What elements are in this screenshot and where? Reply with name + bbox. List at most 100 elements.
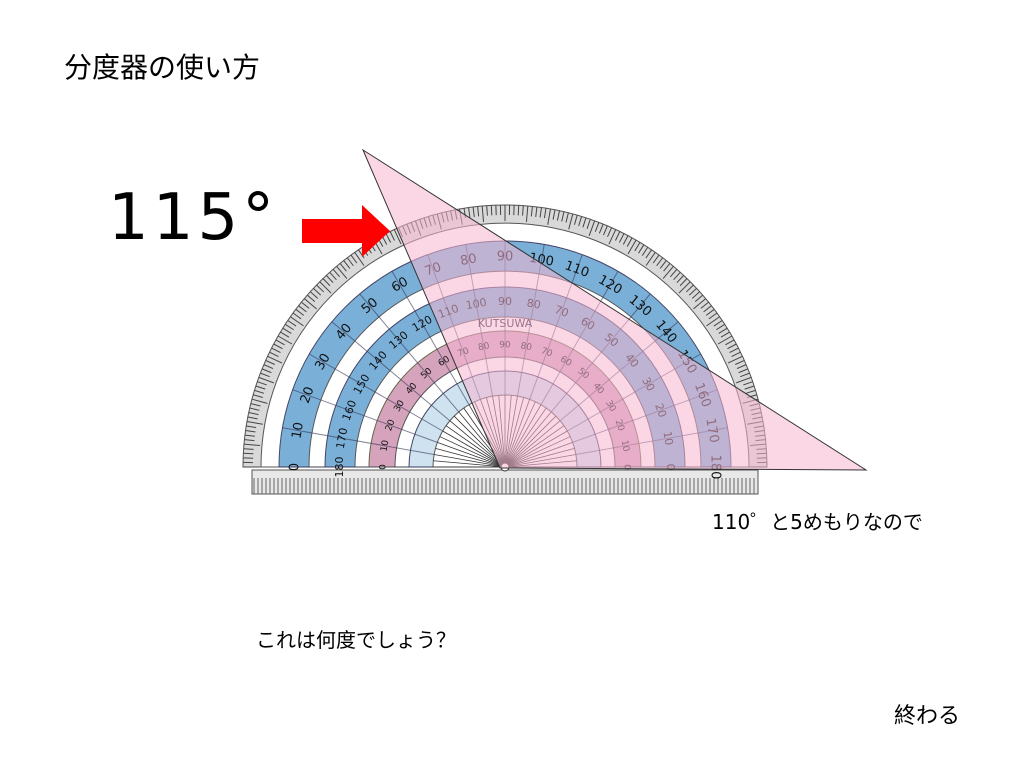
rim-tick	[273, 343, 283, 350]
rim-tick	[301, 301, 310, 309]
rim-tick	[720, 331, 730, 338]
radial-line	[292, 389, 438, 443]
rim-tick	[708, 312, 718, 320]
rim-tick	[261, 368, 272, 374]
rim-tick	[246, 421, 263, 425]
center-ray	[442, 430, 506, 468]
rim-tick	[656, 257, 664, 267]
rim-tick	[319, 281, 332, 294]
rim-tick	[265, 359, 275, 365]
question-text: これは何度でしょう？	[256, 628, 456, 652]
rim-tick	[267, 355, 283, 364]
rim-tick	[694, 294, 704, 303]
rim-tick	[652, 254, 660, 264]
rim-tick	[718, 327, 728, 334]
rim-tick	[250, 403, 261, 407]
outer-scale-label: 30	[313, 351, 334, 373]
rim-tick	[700, 301, 709, 309]
rim-tick	[269, 351, 279, 357]
rim-tick	[244, 434, 255, 437]
rim-tick	[303, 298, 317, 310]
inner-scale-label: 10	[379, 439, 391, 452]
rim-tick	[556, 210, 560, 221]
rim-tick	[522, 205, 524, 216]
radial-line	[331, 321, 451, 422]
rim-tick	[729, 347, 739, 354]
rim-tick	[588, 220, 596, 237]
rim-tick	[565, 212, 569, 223]
rim-tick	[257, 381, 267, 386]
rim-tick	[389, 231, 395, 241]
rim-tick	[277, 335, 293, 345]
rim-tick	[745, 389, 756, 394]
rim-tick	[618, 233, 625, 243]
rim-tick	[598, 223, 604, 234]
rim-tick	[627, 239, 637, 255]
rim-tick	[622, 235, 629, 245]
rim-tick	[251, 398, 268, 404]
rim-tick	[740, 372, 750, 378]
rim-tick	[530, 206, 533, 217]
rim-tick	[332, 268, 341, 278]
rim-tick	[735, 359, 745, 365]
rim-tick	[275, 339, 285, 346]
rim-tick	[688, 287, 697, 296]
rim-tick	[678, 281, 691, 294]
rim-tick	[679, 278, 688, 287]
rim-tick	[243, 448, 254, 450]
outer-scale-label: 10	[289, 421, 307, 440]
rim-tick	[490, 205, 493, 216]
rim-tick	[663, 263, 671, 272]
rim-tick	[247, 416, 258, 420]
center-ray	[433, 460, 506, 468]
rim-tick	[393, 229, 402, 245]
rim-tick	[322, 278, 331, 287]
rim-tick	[705, 308, 715, 316]
rim-tick	[287, 320, 297, 327]
rim-tick	[298, 305, 307, 313]
rim-tick	[543, 208, 547, 219]
rim-tick	[253, 394, 263, 399]
rim-tick	[255, 385, 266, 390]
rim-tick	[703, 305, 712, 313]
rim-tick	[738, 368, 749, 374]
rim-tick	[339, 263, 347, 272]
rim-tick	[641, 246, 649, 256]
rim-tick	[586, 219, 591, 229]
rim-tick	[263, 364, 274, 369]
rim-tick	[295, 308, 305, 316]
rim-tick	[358, 249, 365, 259]
rim-tick	[736, 364, 747, 369]
rim-tick	[280, 331, 290, 338]
rim-tick	[685, 284, 694, 293]
rim-tick	[568, 213, 574, 230]
rim-tick	[615, 231, 621, 241]
rim-tick	[691, 291, 701, 299]
rim-tick	[608, 229, 617, 245]
rim-tick	[271, 347, 281, 354]
rim-tick	[547, 208, 551, 225]
end-button[interactable]: 終わる	[894, 704, 961, 729]
rim-tick	[254, 389, 265, 394]
rim-tick	[260, 372, 270, 378]
rim-tick	[468, 207, 471, 218]
rim-tick	[481, 205, 485, 222]
rim-tick	[477, 206, 480, 217]
center-ray	[445, 425, 506, 468]
rim-tick	[561, 211, 565, 222]
rim-tick	[525, 205, 529, 222]
rim-tick	[659, 260, 667, 269]
rim-tick	[693, 298, 707, 310]
rim-tick	[243, 452, 254, 455]
page-title: 分度器の使い方	[64, 51, 261, 84]
rim-tick	[578, 216, 583, 227]
rim-tick	[309, 291, 319, 299]
rim-tick	[662, 265, 674, 279]
pink-scale-label: 180	[333, 457, 346, 478]
rim-tick	[673, 271, 681, 281]
rim-tick	[535, 206, 538, 217]
rim-tick	[552, 209, 556, 220]
rim-tick	[716, 323, 726, 331]
rim-tick	[313, 287, 322, 296]
rim-tick	[249, 407, 260, 411]
